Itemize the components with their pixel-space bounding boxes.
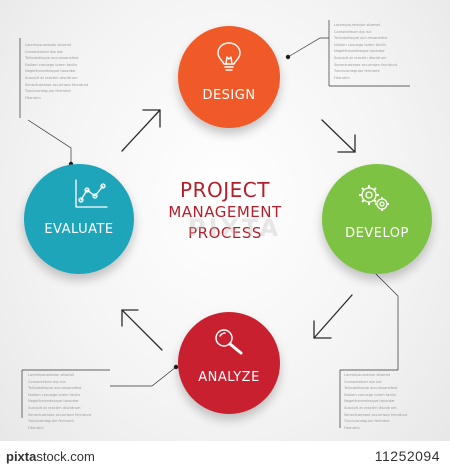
- image-id: 11252094: [374, 448, 440, 464]
- watermark: PIXTA: [188, 214, 282, 242]
- note-line: Nullam conuego lorem facilis: [344, 392, 397, 397]
- note-line: Nullam conuego lorem facilis: [28, 392, 81, 397]
- note-line: Tunciuismegulor feriment: [25, 89, 71, 94]
- note-line: Suscipit at reactim discidrum: [334, 55, 387, 60]
- footer-bar: pixtastock.com 11252094: [0, 441, 450, 469]
- note-line: Fitandrin: [334, 75, 350, 80]
- callout-line-design: [287, 37, 329, 58]
- design-label: DESIGN: [202, 88, 256, 103]
- arrow-develop-to-analyze: [313, 294, 353, 339]
- evaluate-label: EVALUATE: [44, 222, 114, 237]
- note-line: Suscipit at reactim discidrum: [28, 405, 81, 410]
- analyze-step: ANALYZE: [178, 312, 280, 414]
- arrow-design-to-develop: [321, 119, 356, 153]
- note-line: Tellusbelisque accumsanefest: [28, 386, 82, 391]
- brand-rest: stock.com: [36, 449, 95, 464]
- arrow-analyze-to-evaluate: [121, 309, 163, 351]
- gears-icon: [359, 185, 389, 211]
- note-line: Consectetuer dip isic: [25, 49, 63, 54]
- arrow-evaluate-to-design: [121, 109, 161, 152]
- note-line: Consectetuer dip isic: [344, 379, 382, 384]
- note-line: Senectuserase accumsan fercidunt: [334, 62, 398, 67]
- note-line: Fitandrin: [344, 425, 360, 430]
- note-line: Negetfronnelesque tonardar: [28, 399, 79, 404]
- callout-line-develop: [359, 257, 399, 370]
- develop-label: DEVELOP: [345, 226, 409, 241]
- lightbulb-icon: [217, 42, 241, 71]
- chart-icon: [75, 179, 108, 208]
- callout-line-analyze: [110, 366, 177, 387]
- magnifier-icon: [215, 329, 243, 355]
- brand-logo: pixtastock.com: [6, 449, 95, 464]
- note-line: Negetfronnelesque tonardar: [25, 69, 76, 74]
- note-line: Tunciuismegulor feriment: [28, 419, 74, 424]
- note-line: Suscipit at reactim discidrum: [344, 405, 397, 410]
- note-line: Fitandrin: [28, 425, 44, 430]
- note-line: Negetfronnelesque tonardar: [334, 49, 385, 54]
- brand-bold: pixta: [6, 449, 37, 464]
- note-line: Loremipsumdolor sitamet: [28, 373, 75, 377]
- note-line: Loremipsumdolor sitamet: [344, 373, 391, 377]
- develop-step: DEVELOP: [322, 164, 432, 274]
- note-line: Tellusbelisque accumsanefest: [334, 36, 388, 41]
- evaluate-step: EVALUATE: [24, 164, 134, 274]
- title-line-1: PROJECT: [180, 178, 270, 202]
- note-line: Senectuserase accumsan fercidunt: [344, 412, 408, 417]
- callout-line-evaluate: [27, 119, 72, 164]
- note-line: Tellusbelisque accumsanefest: [25, 56, 79, 61]
- note-line: Senectuserase accumsan fercidunt: [28, 412, 92, 417]
- analyze-label: ANALYZE: [198, 370, 260, 385]
- note-line: Loremipsumdolor sitamet: [25, 43, 72, 47]
- title-line-2: MANAGEMENT: [168, 203, 282, 221]
- title-line-3: PROCESS: [188, 224, 262, 242]
- note-line: Fitandrin: [25, 95, 41, 100]
- note-line: Loremipsumdolor sitamet: [334, 23, 381, 27]
- note-line: Nullam conuego lorem facilis: [334, 42, 387, 47]
- note-line: Tellusbelisque accumsanefest: [344, 386, 398, 391]
- note-line: Suscipit at reactim discidrum: [25, 75, 78, 80]
- note-line: Tunciuismegulor feriment: [334, 69, 380, 74]
- note-line: Senectuserase accumsan fercidunt: [25, 82, 89, 87]
- note-line: Consectetuer dip isic: [334, 29, 372, 34]
- note-line: Consectetuer dip isic: [28, 379, 66, 384]
- note-line: Negetfronnelesque tonardar: [344, 399, 395, 404]
- note-line: Nullam conuego lorem facilis: [25, 62, 78, 67]
- design-step: DESIGN: [178, 26, 280, 128]
- note-line: Tunciuismegulor feriment: [344, 419, 390, 424]
